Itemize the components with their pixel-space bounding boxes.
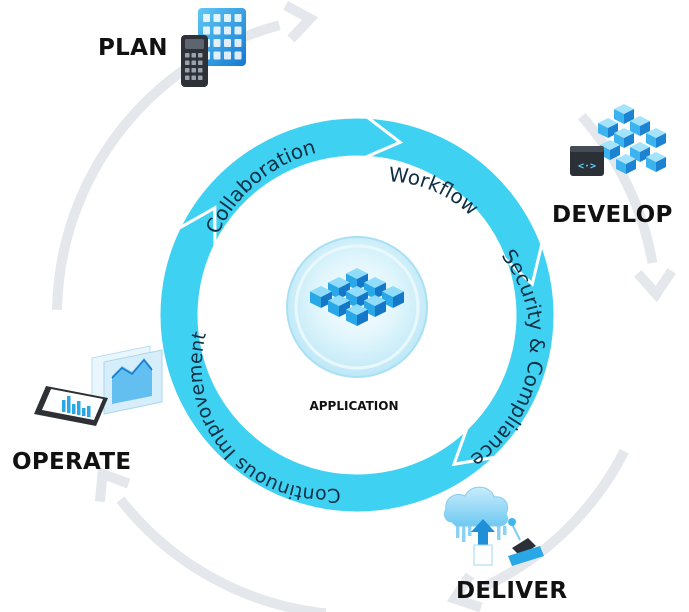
stage-label-plan: PLAN	[98, 35, 168, 61]
outer-arrow-deliver-operate	[116, 496, 327, 612]
code-cubes-icon: <·>	[570, 104, 666, 176]
calculator-calendar-icon	[181, 8, 246, 87]
outer-arrow-deliver-operate-head	[94, 467, 131, 503]
outer-arrow-operate-plan-head	[283, 0, 319, 43]
outer-arrow-plan-develop-head	[634, 268, 676, 303]
stage-label-operate: OPERATE	[12, 449, 132, 475]
inner-chevron-ring	[157, 115, 557, 515]
svg-text:<·>: <·>	[578, 161, 596, 172]
outer-arrow-develop-deliver-head	[446, 572, 483, 612]
outer-arrow-plan-develop	[577, 112, 658, 264]
application-label: APPLICATION	[309, 399, 399, 413]
stage-label-develop: DEVELOP	[552, 202, 673, 228]
stage-label-deliver: DELIVER	[456, 578, 568, 604]
outer-arrow-develop-deliver	[481, 448, 629, 592]
application-cubes-icon	[310, 268, 404, 326]
ring-segment-collaboration	[175, 115, 404, 247]
cloud-deploy-icon	[443, 486, 544, 566]
monitor-chart-icon	[34, 345, 163, 426]
